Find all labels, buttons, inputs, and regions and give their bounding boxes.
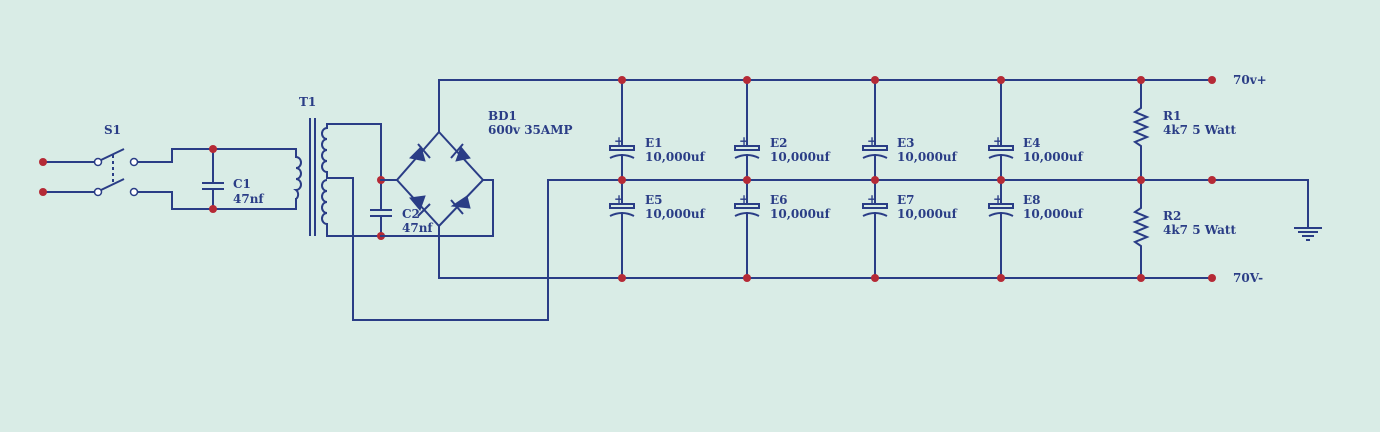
plus-sign: + — [614, 192, 624, 206]
e2-value: 10,000uf — [770, 150, 831, 164]
capacitor-e7: + — [862, 179, 888, 279]
c2-value: 47nf — [402, 221, 433, 235]
plus-sign: + — [739, 192, 749, 206]
plus-sign: + — [614, 134, 624, 148]
c2-name: C2 — [402, 207, 420, 221]
ground-icon — [1294, 227, 1322, 241]
e8-name: E8 — [1023, 193, 1041, 207]
transformer-label: T1 — [299, 95, 316, 109]
r2-name: R2 — [1163, 209, 1181, 223]
c1-value: 47nf — [233, 192, 264, 206]
e1-name: E1 — [645, 136, 663, 150]
plus-sign: + — [867, 192, 877, 206]
output-negative-label: 70V- — [1233, 271, 1263, 285]
e4-name: E4 — [1023, 136, 1041, 150]
bridge-name: BD1 — [488, 109, 517, 123]
e7-value: 10,000uf — [897, 207, 958, 221]
capacitor-e4: + — [988, 79, 1014, 181]
e5-value: 10,000uf — [645, 207, 706, 221]
resistor-r2 — [1132, 179, 1150, 279]
capacitor-c1 — [202, 148, 224, 210]
capacitor-e5: + — [609, 179, 635, 279]
switch-s1 — [42, 148, 139, 197]
e5-name: E5 — [645, 193, 663, 207]
capacitor-e6: + — [734, 179, 760, 279]
capacitor-c2 — [370, 179, 392, 237]
e8-value: 10,000uf — [1023, 207, 1084, 221]
plus-sign: + — [739, 134, 749, 148]
e2-name: E2 — [770, 136, 788, 150]
capacitor-e3: + — [862, 79, 888, 181]
bridge-rating: 600v 35AMP — [488, 123, 573, 137]
e1-value: 10,000uf — [645, 150, 706, 164]
e6-value: 10,000uf — [770, 207, 831, 221]
e3-name: E3 — [897, 136, 915, 150]
capacitor-e8: + — [988, 179, 1014, 279]
plus-sign: + — [993, 134, 1003, 148]
r2-value: 4k7 5 Watt — [1163, 223, 1236, 237]
junction-dots — [618, 76, 1216, 282]
r1-value: 4k7 5 Watt — [1163, 123, 1236, 137]
plus-sign: + — [993, 192, 1003, 206]
switch-label: S1 — [104, 123, 121, 137]
r1-name: R1 — [1163, 109, 1181, 123]
e3-value: 10,000uf — [897, 150, 958, 164]
plus-sign: + — [867, 134, 877, 148]
resistor-r1 — [1132, 79, 1150, 181]
capacitor-e1: + — [609, 79, 635, 181]
e7-name: E7 — [897, 193, 915, 207]
e6-name: E6 — [770, 193, 788, 207]
output-positive-label: 70v+ — [1233, 73, 1267, 87]
c1-name: C1 — [233, 177, 251, 191]
capacitor-e2: + — [734, 79, 760, 181]
transformer-t1 — [293, 118, 328, 236]
e4-value: 10,000uf — [1023, 150, 1084, 164]
